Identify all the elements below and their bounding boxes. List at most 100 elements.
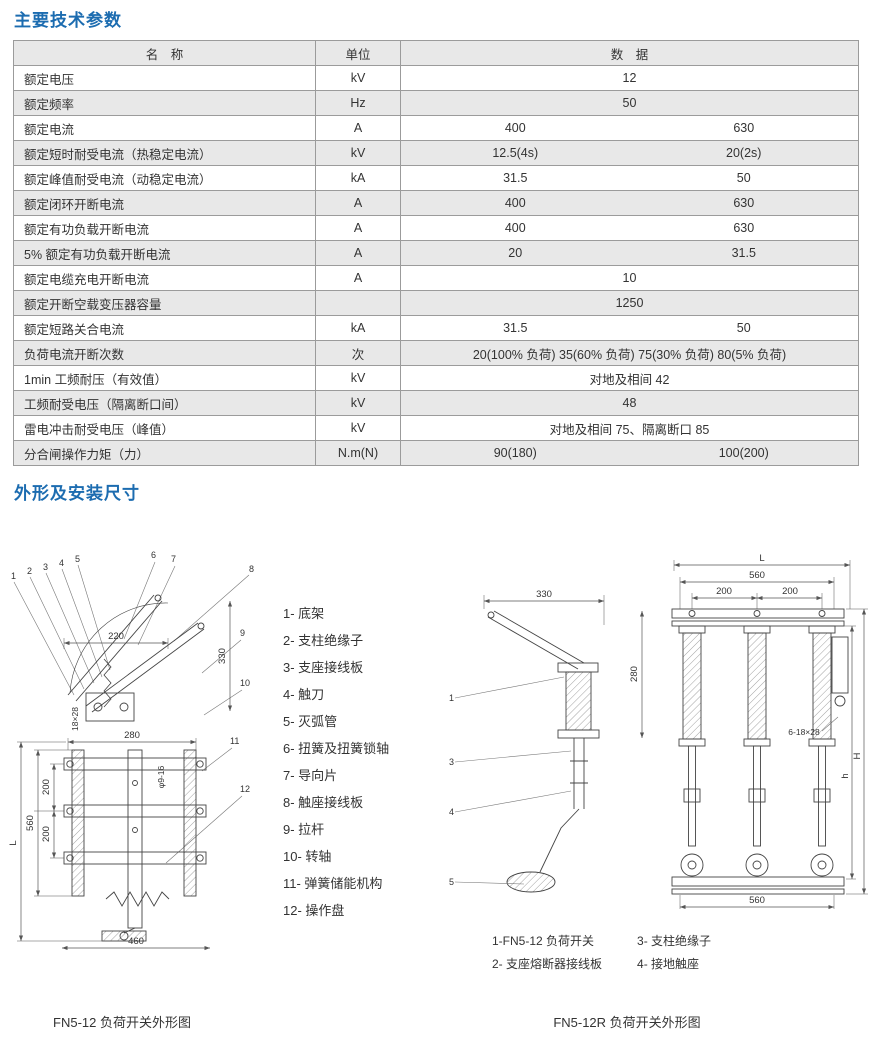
param-value: 630 <box>629 115 860 141</box>
param-value: 90(180) <box>400 440 630 466</box>
callout-2: 2 <box>27 566 32 576</box>
param-name: 负荷电流开断次数 <box>13 340 316 366</box>
param-unit: N.m(N) <box>315 440 401 466</box>
param-value: 10 <box>399 265 860 291</box>
drawing-note: 4- 接地触座 <box>637 957 700 971</box>
parts-list-item: 7- 导向片 <box>283 768 338 783</box>
param-value: 50 <box>399 90 860 116</box>
dim-label-200-lower: 200 <box>41 826 52 842</box>
dim-label-280: 280 <box>629 666 640 682</box>
dim-label-200-left: 200 <box>716 586 732 597</box>
callout-leader-lines <box>13 561 250 864</box>
param-value: 20(100% 负荷) 35(60% 负荷) 75(30% 负荷) 80(5% … <box>399 340 860 366</box>
parts-list-item: 4- 触刀 <box>283 687 325 702</box>
param-unit: A <box>315 265 401 291</box>
callout-numbers: 1 2 3 4 5 6 7 8 9 10 11 12 <box>11 550 254 794</box>
param-unit: kA <box>315 315 401 341</box>
dim-label-slot-18x28: 18×28 <box>70 707 80 731</box>
table-header-row: 名 称 单位 数 据 <box>13 40 860 66</box>
dim-label-330: 330 <box>217 648 228 664</box>
param-value: 12 <box>399 65 860 91</box>
param-unit: A <box>315 190 401 216</box>
param-name: 额定电缆充电开断电流 <box>13 265 316 291</box>
param-value: 630 <box>629 215 860 241</box>
param-unit: kV <box>315 390 401 416</box>
param-unit: kV <box>315 65 401 91</box>
param-value: 1250 <box>399 290 860 316</box>
parts-list-item: 10- 转轴 <box>283 849 332 864</box>
dim-label-460: 460 <box>128 936 144 947</box>
param-value: 对地及相间 42 <box>399 365 860 391</box>
parts-list-item: 8- 触座接线板 <box>283 795 364 810</box>
side-view-callout-leaders <box>454 676 572 885</box>
side-view-switch <box>487 610 600 893</box>
param-unit: kV <box>315 415 401 441</box>
callout-5: 5 <box>449 877 454 887</box>
callout-4: 4 <box>449 807 454 817</box>
param-name: 额定有功负载开断电流 <box>13 215 316 241</box>
caption-fn5-12r: FN5-12R 负荷开关外形图 <box>553 1015 701 1030</box>
dim-label-200-right: 200 <box>782 586 798 597</box>
dimension-labels: 220 330 280 200 200 560 L 460 18×28 φ9-1… <box>8 631 228 947</box>
energy-spring-and-handle <box>101 891 170 942</box>
param-name: 额定频率 <box>13 90 316 116</box>
param-unit: A <box>315 115 401 141</box>
param-name: 额定峰值耐受电流（动稳定电流） <box>13 165 316 191</box>
param-value: 31.5 <box>629 240 860 266</box>
param-name: 1min 工频耐压（有效值） <box>13 365 316 391</box>
callout-9: 9 <box>240 628 245 638</box>
param-unit: kV <box>315 140 401 166</box>
parts-list-item: 11- 弹簧储能机构 <box>283 876 383 891</box>
callout-1: 1 <box>11 571 16 581</box>
callout-11: 11 <box>230 736 239 746</box>
param-value: 31.5 <box>400 165 630 191</box>
param-unit: A <box>315 215 401 241</box>
callout-3: 3 <box>43 562 48 572</box>
dim-label-holes: φ9-16 <box>156 765 166 788</box>
column-header-data: 数 据 <box>399 40 860 66</box>
parts-list-item: 1- 底架 <box>283 606 325 621</box>
param-name: 额定电压 <box>13 65 316 91</box>
callout-6: 6 <box>151 550 156 560</box>
param-value: 400 <box>400 115 630 141</box>
fn5-12-outline-drawing: 1 2 3 4 5 6 7 8 9 10 11 12 <box>8 550 254 951</box>
param-name: 5% 额定有功负载开断电流 <box>13 240 316 266</box>
param-unit <box>315 290 401 316</box>
dim-label-560-bottom: 560 <box>749 895 765 906</box>
side-view-callout-numbers: 1 3 4 5 <box>449 693 454 887</box>
param-unit: Hz <box>315 90 401 116</box>
param-value: 对地及相间 75、隔离断口 85 <box>399 415 860 441</box>
switch-blade <box>67 594 205 722</box>
dim-label-560: 560 <box>25 815 36 831</box>
callout-3: 3 <box>449 757 454 767</box>
param-name: 额定短路关合电流 <box>13 315 316 341</box>
front-view-dimension-labels: 330 280 L 560 200 200 h H 6-18×28 560 <box>536 553 863 906</box>
callout-7: 7 <box>171 554 176 564</box>
param-unit: kA <box>315 165 401 191</box>
param-name: 工频耐受电压（隔离断口间） <box>13 390 316 416</box>
callout-12: 12 <box>240 784 250 794</box>
caption-fn5-12: FN5-12 负荷开关外形图 <box>53 1015 191 1030</box>
param-name: 雷电冲击耐受电压（峰值） <box>13 415 316 441</box>
param-value: 20 <box>400 240 630 266</box>
base-frame <box>63 749 207 929</box>
param-value: 12.5(4s) <box>400 140 630 166</box>
drawing-note: 2- 支座熔断器接线板 <box>492 957 603 971</box>
param-value: 630 <box>629 190 860 216</box>
